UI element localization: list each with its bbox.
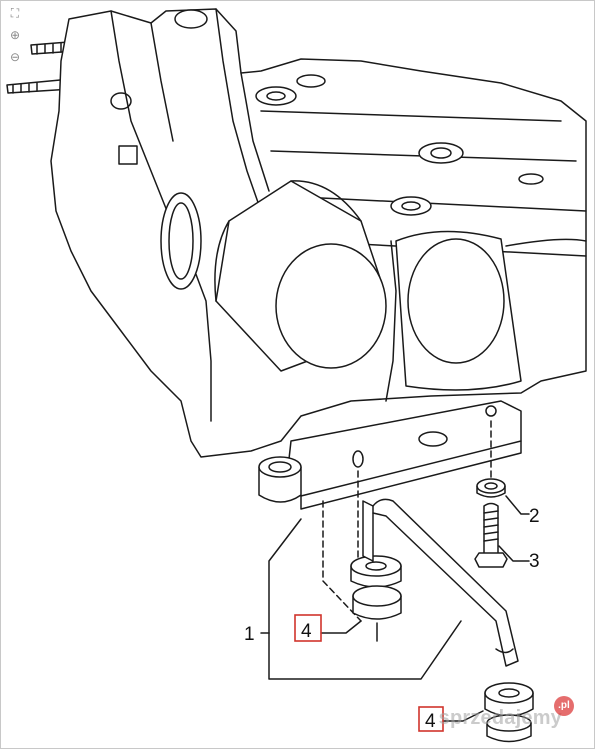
callout-4b-highlight xyxy=(418,706,444,732)
zoom-in-icon[interactable]: ⊕ xyxy=(9,28,21,42)
callout-3: 3 xyxy=(529,551,540,572)
oil-filter xyxy=(214,180,387,372)
washer xyxy=(476,478,506,498)
cylinder-bores xyxy=(395,230,587,391)
callout-2: 2 xyxy=(529,506,540,527)
callout-4-highlight xyxy=(294,614,322,642)
housing-opening xyxy=(110,92,202,290)
spacer xyxy=(258,456,302,503)
callout-4b: 4 xyxy=(425,711,436,732)
fit-icon[interactable]: ⛶ xyxy=(10,6,20,20)
leader-lines xyxy=(260,495,530,722)
guide-lines xyxy=(322,420,492,622)
zoom-out-icon[interactable]: ⊖ xyxy=(9,50,21,64)
rubber-mount xyxy=(350,555,402,642)
support-rod xyxy=(362,498,519,667)
watermark-badge: .pl xyxy=(554,696,574,716)
rubber-mount-lower xyxy=(484,682,534,743)
head-openings xyxy=(174,9,544,216)
callout-1: 1 xyxy=(244,624,255,645)
callout-4: 4 xyxy=(301,621,312,642)
watermark: sprzedajemy xyxy=(438,707,562,729)
bolt xyxy=(474,502,508,568)
